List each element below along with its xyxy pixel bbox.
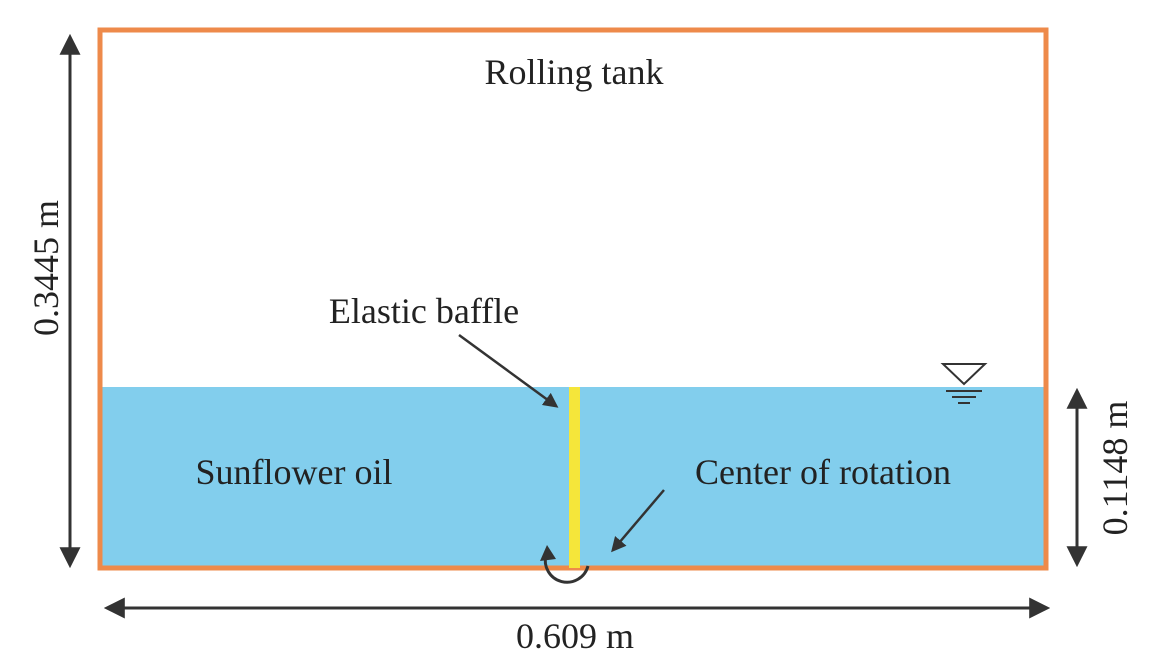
liquid-label: Sunflower oil	[196, 452, 393, 492]
baffle-label: Elastic baffle	[329, 291, 519, 331]
rotation-arrow-icon	[540, 545, 590, 584]
tank-title: Rolling tank	[485, 52, 664, 92]
elastic-baffle	[569, 387, 580, 568]
tank-width-label: 0.609 m	[516, 616, 634, 656]
liquid-depth-label: 0.1148 m	[1095, 401, 1135, 536]
rotation-center-label: Center of rotation	[695, 452, 951, 492]
baffle-pointer-arrow	[458, 333, 559, 408]
rotation-pointer-arrow	[611, 489, 665, 553]
water-level-triangle-icon	[940, 363, 988, 404]
tank-height-label: 0.3445 m	[26, 200, 66, 336]
